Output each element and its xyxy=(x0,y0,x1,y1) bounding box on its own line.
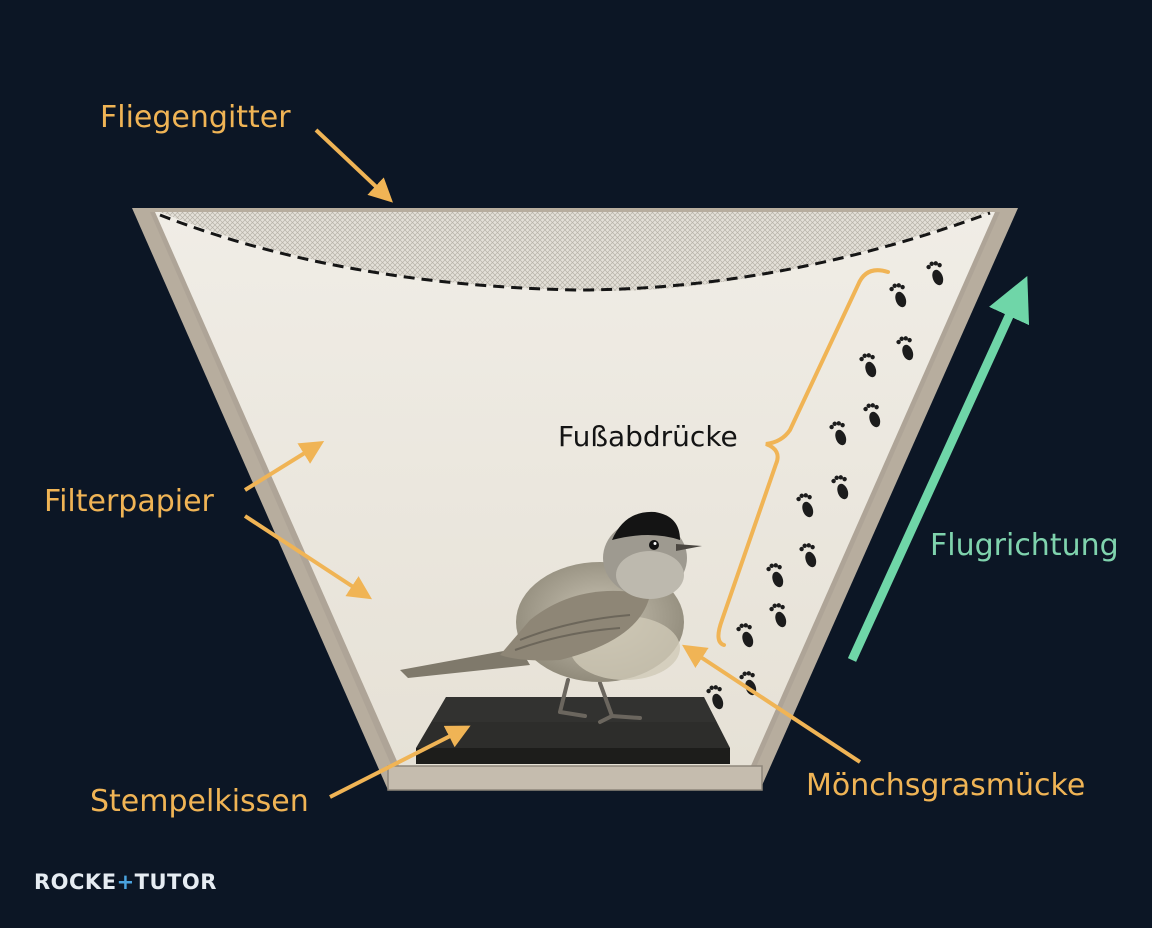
footprint-icon xyxy=(706,685,724,710)
arrow-fly-screen xyxy=(314,128,393,203)
footprint-icon xyxy=(926,261,944,286)
fly-screen-edge xyxy=(159,211,991,292)
ink-pad xyxy=(416,697,730,764)
funnel-base xyxy=(387,765,763,791)
brand-logo: ROCKE+TUTOR xyxy=(34,870,217,894)
label-footprints: Fußabdrücke xyxy=(558,420,738,453)
label-flight-direction: Flugrichtung xyxy=(930,528,1119,563)
footprint-icon xyxy=(859,353,877,378)
footprint-icon xyxy=(896,336,914,361)
arrow-filter-paper-lower xyxy=(243,514,373,600)
filter-paper xyxy=(155,212,995,768)
arrow-filter-paper-upper xyxy=(243,440,325,492)
logo-text-1: ROCKE xyxy=(34,870,117,894)
footprint-icon xyxy=(889,283,907,308)
label-fly-screen: Fliegengitter xyxy=(100,100,291,135)
footprint-icon xyxy=(829,421,847,446)
footprint-icon xyxy=(766,563,784,588)
label-filter-paper: Filterpapier xyxy=(44,484,214,519)
funnel xyxy=(132,208,1018,791)
logo-mark: + xyxy=(116,870,135,894)
label-ink-pad: Stempelkissen xyxy=(90,784,309,819)
bird-illustration xyxy=(400,511,702,724)
footprint-icon xyxy=(736,623,754,648)
flight-direction-arrow xyxy=(847,275,1030,662)
footprint-icon xyxy=(831,475,849,500)
arrow-ink-pad xyxy=(329,725,471,799)
logo-text-2: TUTOR xyxy=(134,870,217,894)
footprint-icon xyxy=(863,403,881,428)
arrow-bird xyxy=(681,644,862,764)
footprint-icon xyxy=(796,493,814,518)
label-bird: Mönchsgrasmücke xyxy=(806,768,1086,803)
footprints-trail xyxy=(706,261,944,710)
footprint-icon xyxy=(799,543,817,568)
footprints-brace xyxy=(716,268,890,647)
footprint-icon xyxy=(769,603,787,628)
